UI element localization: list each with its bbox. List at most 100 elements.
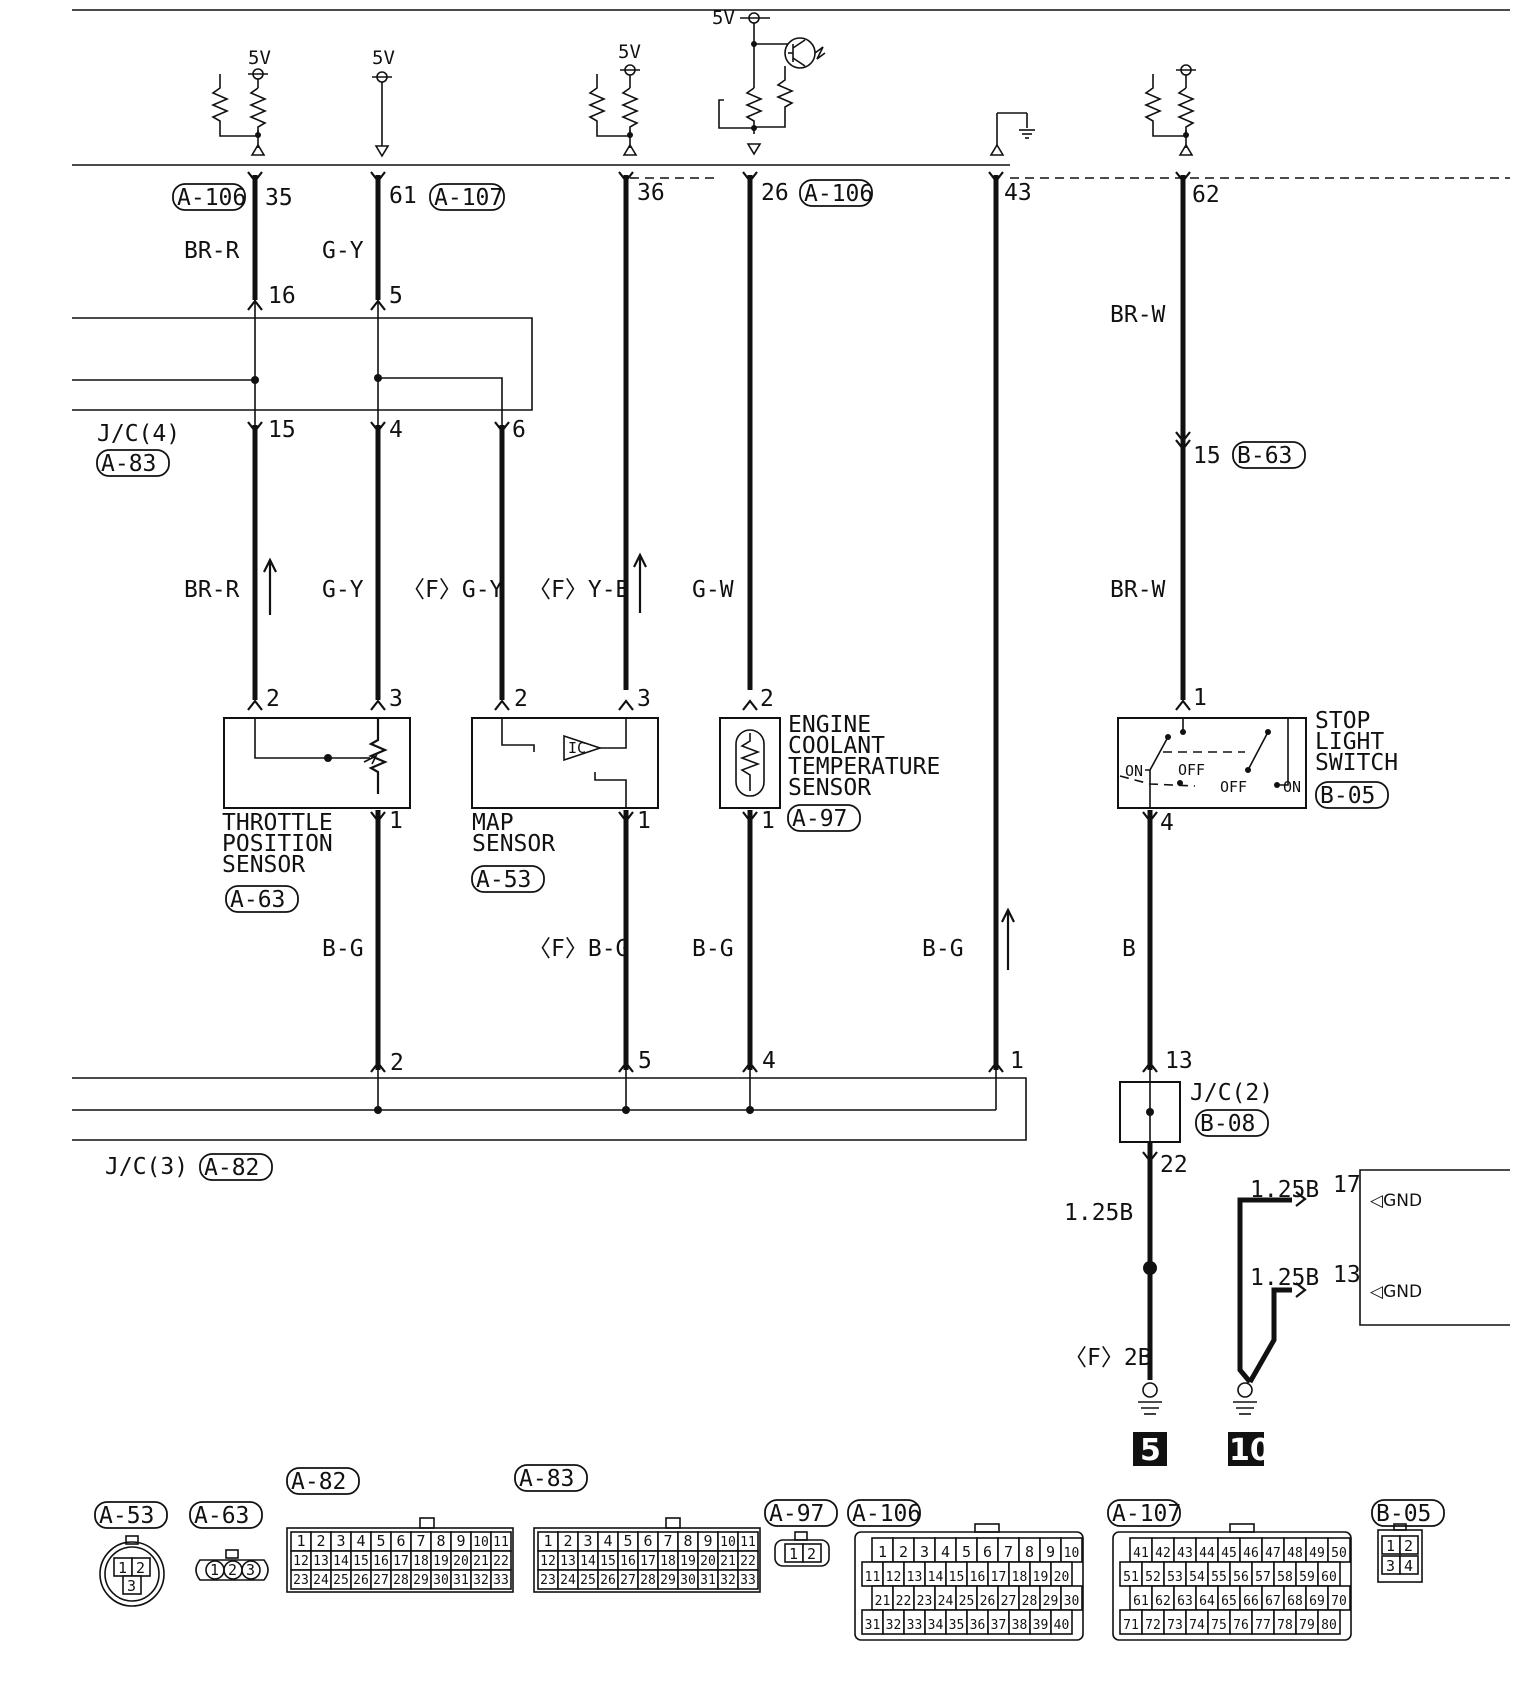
connector-pin: 35 (949, 1618, 965, 1633)
connector-tag-a97: A-97 (792, 806, 847, 832)
tps-pin: 2 (266, 686, 280, 712)
connector-pin: 33 (907, 1618, 923, 1633)
connector-tag-b08: B-08 (1200, 1111, 1255, 1137)
connector-pin: 28 (1022, 1594, 1038, 1609)
ect-name: TEMPERATURE (788, 754, 940, 780)
connector-pin: 74 (1189, 1618, 1205, 1633)
connector-pin: 61 (1133, 1594, 1149, 1609)
ecu-pin-36: 36 (637, 180, 665, 206)
connector-pin: 18 (1012, 1570, 1028, 1585)
connector-view-title: A-82 (291, 1469, 346, 1495)
connector-cavity (1050, 1609, 1073, 1635)
connector-pin: 2 (899, 1543, 908, 1561)
connector-pin: 6 (396, 1532, 405, 1550)
connector-pin: 28 (640, 1573, 656, 1588)
connector-pin: 26 (353, 1573, 369, 1588)
connector-view-title: A-53 (99, 1503, 154, 1529)
connector-pin: 67 (1265, 1594, 1281, 1609)
tps-pin: 3 (389, 686, 403, 712)
connector-pin: 15 (949, 1570, 965, 1585)
connector-pin: 1 (118, 1559, 127, 1577)
connector-pin: 49 (1309, 1546, 1325, 1561)
connector-pin: 6 (983, 1543, 992, 1561)
connector-cavity (490, 1569, 512, 1590)
connector-pin: 8 (436, 1532, 445, 1550)
wire-label: G-W (692, 577, 734, 603)
current-arrows (263, 552, 1015, 970)
junction-pin: 5 (638, 1048, 652, 1074)
connector-pin: 1 (878, 1543, 887, 1561)
connector-pin: 12 (886, 1570, 902, 1585)
connector-pin: 65 (1221, 1594, 1237, 1609)
gnd-pin: 13 (1333, 1262, 1361, 1288)
connector-pin: 23 (917, 1594, 933, 1609)
wire-label: B (1122, 936, 1136, 962)
connector-pin: 12 (293, 1554, 309, 1569)
connector-pin: 32 (720, 1573, 736, 1588)
connector-pin: 30 (680, 1573, 696, 1588)
connector-pin: 80 (1321, 1618, 1337, 1633)
connector-pin: 14 (928, 1570, 944, 1585)
stop-light-switch: ON OFF OFF ON 1 4 STOP LIGHT SWITCH B-05 (1117, 685, 1398, 836)
connector-pin: 24 (313, 1573, 329, 1588)
connector-pin: 2 (136, 1559, 145, 1577)
junction-pin: 6 (512, 417, 526, 443)
connector-pin: 62 (1155, 1594, 1171, 1609)
ect-name: ENGINE (788, 712, 871, 738)
ect-pin: 1 (761, 808, 775, 834)
ect-name: COOLANT (788, 733, 885, 759)
wire-label: BR-R (184, 238, 240, 264)
wire-label: G-Y (322, 577, 364, 603)
connector-pin: 20 (453, 1554, 469, 1569)
connector-pin: 8 (1025, 1543, 1034, 1561)
ground-symbols: 5 10 (1133, 1261, 1271, 1468)
connector-pin: 38 (1012, 1618, 1028, 1633)
connector-pin: 30 (1064, 1594, 1080, 1609)
connector-pin: 76 (1233, 1618, 1249, 1633)
gnd-label: ◁GND (1370, 1191, 1422, 1211)
junction-pin: 4 (762, 1048, 776, 1074)
connector-pin: 1 (543, 1532, 552, 1550)
connector-pin: 54 (1189, 1570, 1205, 1585)
connector-pin: 13 (907, 1570, 923, 1585)
connector-pin: 31 (865, 1618, 881, 1633)
connector-pin: 57 (1255, 1570, 1271, 1585)
connector-pin: 17 (640, 1554, 656, 1569)
connector-view-b05: B-05 1 2 3 4 (1371, 1499, 1445, 1583)
connector-pin: 7 (416, 1532, 425, 1550)
connector-pin: 63 (1177, 1594, 1193, 1609)
connector-pin: 19 (1033, 1570, 1049, 1585)
connector-pin: 31 (700, 1573, 716, 1588)
ground-point-10: 10 (1229, 1433, 1271, 1468)
junction-pin: 5 (389, 283, 403, 309)
connector-pin: 11 (493, 1535, 509, 1550)
stop-name: LIGHT (1315, 729, 1384, 755)
connector-pin: 1 (1386, 1537, 1395, 1555)
connector-pin: 4 (356, 1532, 365, 1550)
ecu-internal-stop (1143, 64, 1196, 156)
connector-tag-a106: A-106 (804, 181, 873, 207)
ecu-internal-tps: 5V (210, 47, 271, 156)
connector-pin: 64 (1199, 1594, 1215, 1609)
connector-pin: 16 (970, 1570, 986, 1585)
connector-pin: 14 (333, 1554, 349, 1569)
connector-pin: 3 (1386, 1557, 1395, 1575)
ecu-pin-61: 61 (389, 183, 417, 209)
connector-pin: 1 (296, 1532, 305, 1550)
connector-pin: 18 (413, 1554, 429, 1569)
junction-jc3: 2 5 4 1 J/C(3) A-82 (72, 1048, 1027, 1181)
tps-name: POSITION (222, 831, 333, 857)
wire-label: 1.25B (1064, 1200, 1133, 1226)
wire-label: BR-R (184, 577, 240, 603)
gnd-label: ◁GND (1370, 1282, 1422, 1302)
wire-label: B-G (692, 936, 734, 962)
wire-labels: BR-R G-Y BR-W BR-R G-Y 〈F〉G-Y 〈F〉Y-B G-W… (184, 238, 1319, 1371)
supply-5v-label: 5V (618, 41, 641, 63)
junction-jc2: 13 22 J/C(2) B-08 (1119, 1048, 1273, 1178)
connector-pin: 15 (600, 1554, 616, 1569)
junction-pin: 15 (1193, 443, 1221, 469)
connector-pin: 22 (740, 1554, 756, 1569)
connector-pin: 12 (540, 1554, 556, 1569)
junction-label: J/C(4) (97, 421, 180, 447)
connector-pin: 37 (991, 1618, 1007, 1633)
